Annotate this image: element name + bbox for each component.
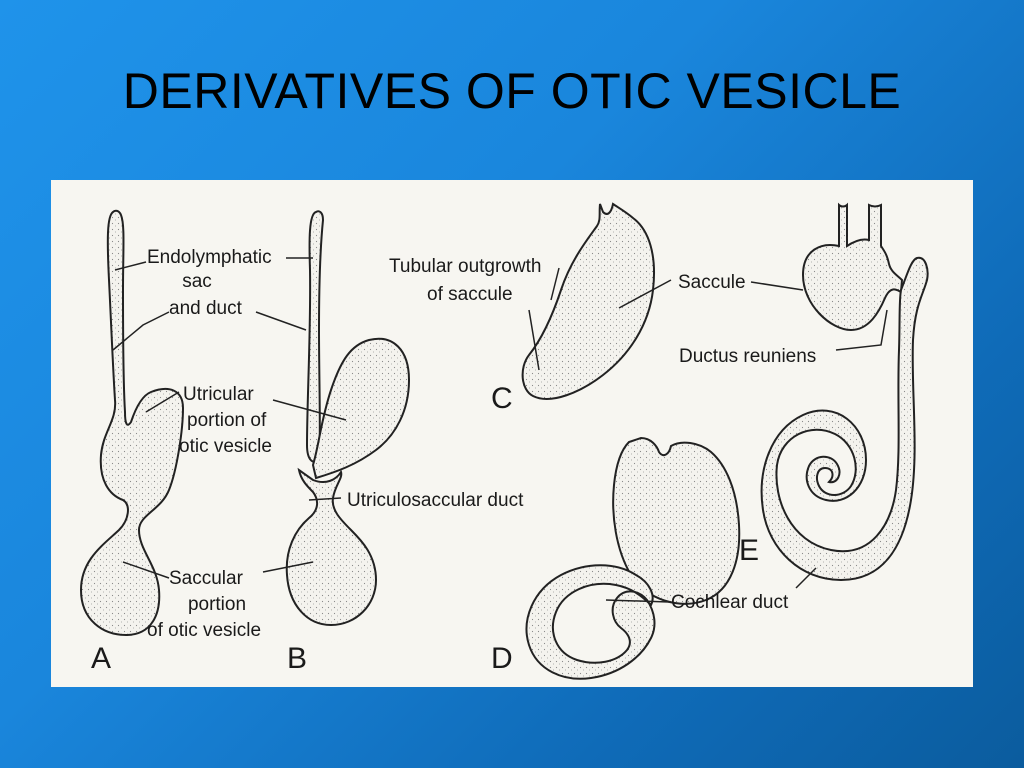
stage-b-saccule [285, 467, 378, 627]
utricular-label-line3: otic vesicle [179, 436, 272, 457]
stage-letter-e: E [739, 534, 759, 567]
stage-a-drawing [79, 209, 185, 637]
saccule-label: Saccule [678, 272, 746, 293]
stage-letter-a: A [91, 642, 111, 675]
stage-b-utricle [311, 337, 411, 480]
stage-e-saccule [801, 202, 904, 332]
cochlear-duct-label: Cochlear duct [671, 592, 789, 613]
saccular-label-line2: portion [188, 594, 246, 615]
otic-vesicle-diagram: Endolymphatic sac and duct Utricular por… [79, 202, 929, 680]
stage-c-drawing [521, 202, 655, 400]
endolymphatic-label-line3: and duct [169, 298, 243, 319]
stage-e-drawing [760, 202, 929, 582]
utricular-label-line1: Utricular [183, 384, 254, 405]
saccular-label-line3: of otic vesicle [147, 620, 261, 641]
stage-a-vesicle [79, 209, 185, 637]
stage-b-duct [305, 210, 325, 463]
stage-c-saccule [521, 202, 655, 400]
stage-letter-d: D [491, 642, 513, 675]
endolymphatic-label-line2: sac [182, 271, 212, 292]
stage-letter-c: C [491, 382, 513, 415]
stage-e-cochlea [760, 256, 929, 582]
utricular-label-line2: portion of [187, 410, 267, 431]
saccular-label-line1: Saccular [169, 568, 244, 589]
tubular-outgrowth-label-line1: Tubular outgrowth [389, 256, 541, 277]
stage-letter-b: B [287, 642, 307, 675]
tubular-outgrowth-label-line2: of saccule [427, 284, 513, 305]
ductus-reuniens-label: Ductus reuniens [679, 346, 816, 367]
figure-panel: Endolymphatic sac and duct Utricular por… [51, 180, 973, 687]
stage-d-cochlear-duct [525, 564, 656, 680]
stage-b-drawing [285, 210, 411, 627]
slide-title: DERIVATIVES OF OTIC VESICLE [122, 63, 902, 119]
endolymphatic-label-line1: Endolymphatic [147, 247, 272, 268]
stage-d-drawing [525, 436, 741, 680]
utriculosaccular-duct-label: Utriculosaccular duct [347, 490, 524, 511]
stage-d-saccule [612, 436, 741, 605]
leader-lines [112, 257, 888, 603]
